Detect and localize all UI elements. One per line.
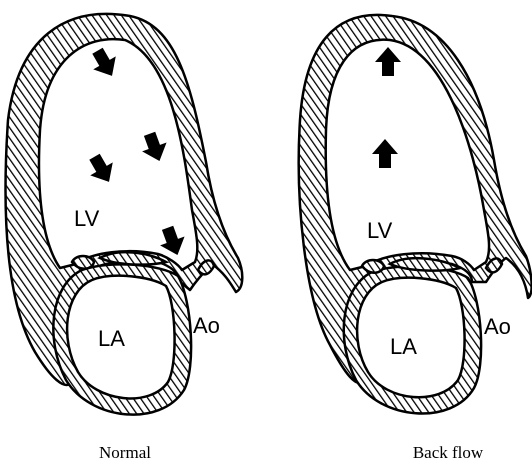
panel-normal: LV LA Ao Normal <box>5 14 242 462</box>
label-la: LA <box>98 326 125 351</box>
label-ao: Ao <box>484 314 511 339</box>
label-ao: Ao <box>193 313 220 338</box>
mitral-leaflet <box>72 256 94 269</box>
caption-normal: Normal <box>99 443 151 462</box>
label-lv: LV <box>367 218 393 243</box>
panel-back-flow: LV LA Ao Back flow <box>299 15 532 462</box>
label-lv: LV <box>74 206 100 231</box>
label-la: LA <box>390 334 417 359</box>
mitral-leaflet <box>362 260 384 273</box>
caption-back-flow: Back flow <box>413 443 484 462</box>
